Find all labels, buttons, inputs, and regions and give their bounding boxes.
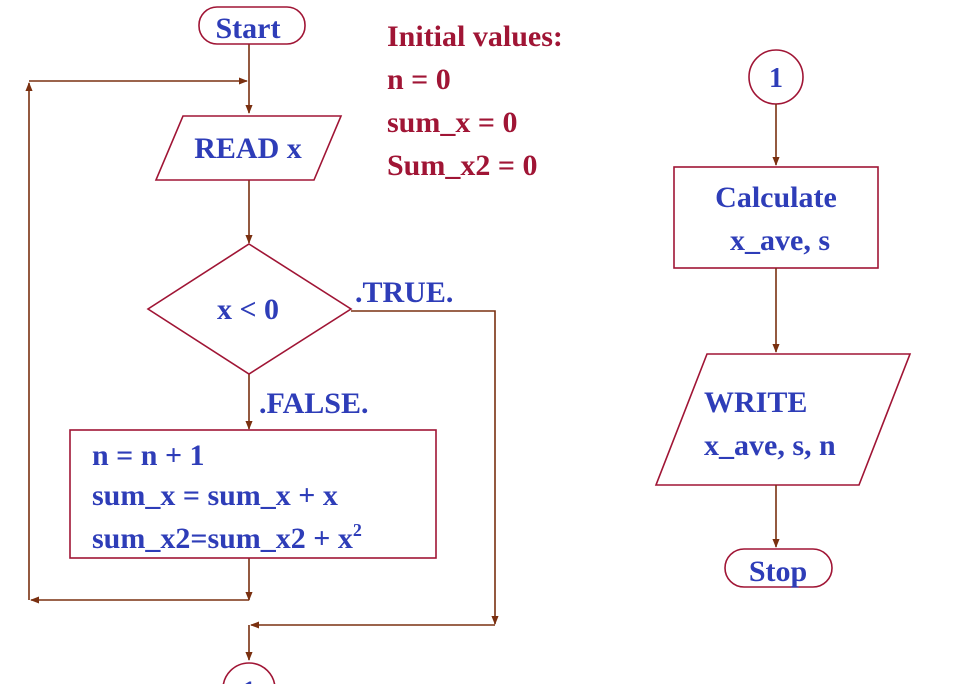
connector-top-label: 1	[769, 63, 783, 94]
connector-bottom	[222, 662, 276, 684]
true-label: .TRUE.	[355, 276, 453, 309]
stop-label: Stop	[749, 555, 807, 588]
read-input-shape	[154, 115, 343, 181]
false-label: .FALSE.	[259, 387, 368, 420]
write-line-2: x_ave, s, n	[704, 429, 836, 462]
connector-bottom-label: 1	[243, 676, 256, 684]
initial-sum-x2: Sum_x2 = 0	[387, 149, 537, 182]
process-line-1: n = n + 1	[92, 439, 205, 472]
calculate-line-2: x_ave, s	[730, 224, 830, 257]
superscript-2: 2	[353, 520, 362, 540]
read-label: READ x	[194, 132, 302, 165]
initial-values-note: Initial values: n = 0 sum_x = 0 Sum_x2 =…	[387, 20, 563, 182]
calculate-line-1: Calculate	[715, 181, 837, 214]
process-line-2: sum_x = sum_x + x	[92, 479, 338, 512]
decision-shape	[146, 243, 353, 375]
write-output-shape	[654, 353, 912, 486]
flow-lines	[25, 44, 499, 661]
initial-values-title: Initial values:	[387, 20, 563, 53]
decision-label: x < 0	[217, 293, 279, 326]
start-label: Start	[216, 12, 281, 45]
initial-sum-x: sum_x = 0	[387, 106, 517, 139]
initial-n: n = 0	[387, 63, 451, 96]
calculate-box	[673, 166, 879, 269]
process-box	[69, 429, 437, 559]
line-true-branch	[351, 310, 499, 625]
process-line-3-text: sum_x2=sum_x2 + x	[92, 522, 353, 555]
write-line-1: WRITE	[704, 386, 807, 419]
stop-terminal	[724, 548, 833, 588]
process-line-3: sum_x2=sum_x2 + x2	[92, 520, 362, 555]
start-terminal	[198, 6, 306, 45]
